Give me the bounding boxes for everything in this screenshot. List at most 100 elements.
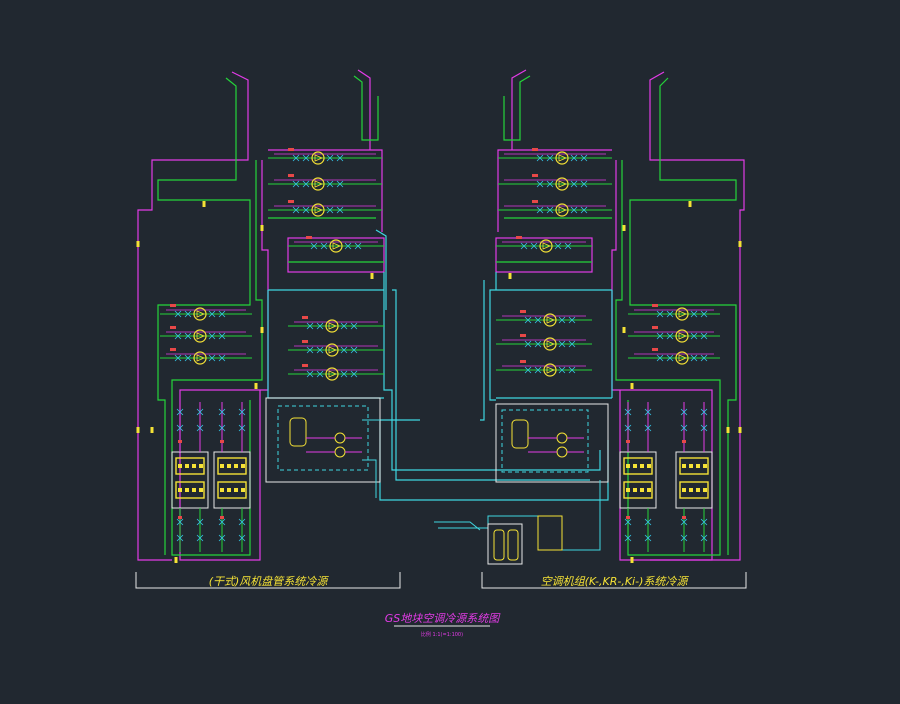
- pump-icon: [329, 239, 343, 253]
- flow-tag-icon: [682, 440, 686, 443]
- pipe-tag-icon: [630, 383, 634, 389]
- pump-direction-icon: [328, 322, 338, 330]
- drawing-scale: 比例 1:1(=1:100): [421, 631, 463, 638]
- left-outer-supply-pipe: [137, 71, 249, 561]
- valve-icon: [340, 322, 348, 330]
- left-package-pump2-icon: [334, 446, 346, 458]
- valve-icon: [534, 366, 542, 374]
- flow-tag-icon: [652, 304, 658, 307]
- valve-icon: [336, 206, 344, 214]
- flow-tag-icon: [288, 148, 294, 151]
- valve-icon: [546, 206, 554, 214]
- valve-icon: [624, 408, 652, 416]
- pump-row: [498, 200, 612, 217]
- valve-icon: [690, 310, 698, 318]
- pipe-tag-icon: [260, 225, 264, 231]
- valve-icon: [208, 354, 216, 362]
- right-risers: [379, 69, 745, 561]
- flow-tag-icon: [532, 174, 538, 177]
- valve-icon: [326, 206, 334, 214]
- valve-icon: [580, 154, 588, 162]
- pump-direction-icon: [546, 340, 556, 348]
- valve-icon: [666, 310, 674, 318]
- valve-icon: [580, 206, 588, 214]
- right-riser-magenta: [611, 160, 713, 561]
- right-package-piping: [528, 437, 584, 453]
- valve-icon: [534, 316, 542, 324]
- left-cyan-loop: [268, 229, 387, 399]
- right-riser-green: [615, 160, 721, 556]
- pump-direction-icon: [678, 332, 688, 340]
- pump-row: [628, 326, 720, 343]
- valve-icon: [320, 242, 328, 250]
- pump-direction-icon: [196, 332, 206, 340]
- chiller-unit: [675, 402, 713, 552]
- pipe-tag-icon: [136, 241, 140, 247]
- drawing-title: GS地块空调冷源系统图: [385, 612, 502, 625]
- pump-icon: [555, 203, 569, 217]
- valve-icon: [218, 424, 246, 432]
- right-tank-icon: [511, 419, 529, 449]
- valve-icon: [700, 332, 708, 340]
- pump-row: [628, 348, 720, 365]
- left-expansion-package: [265, 397, 381, 498]
- valve-icon: [568, 316, 576, 324]
- valve-icon: [176, 518, 204, 526]
- valve-icon: [564, 242, 572, 250]
- valve-icon: [184, 332, 192, 340]
- right-package-pump2-icon: [556, 446, 568, 458]
- flow-tag-icon: [306, 236, 312, 239]
- valve-icon: [218, 518, 246, 526]
- pump-direction-icon: [314, 206, 324, 214]
- valve-icon: [306, 322, 314, 330]
- valve-icon: [536, 180, 544, 188]
- flow-tag-icon: [288, 200, 294, 203]
- valve-icon: [176, 408, 204, 416]
- valve-icon: [184, 354, 192, 362]
- flow-tag-icon: [532, 200, 538, 203]
- flow-tag-icon: [626, 516, 630, 519]
- pump-row: [268, 200, 382, 217]
- valve-icon: [700, 354, 708, 362]
- valve-icon: [656, 310, 664, 318]
- chiller-group: [171, 402, 713, 552]
- valve-icon: [306, 370, 314, 378]
- valve-icon: [218, 310, 226, 318]
- valve-icon: [218, 332, 226, 340]
- pump-row: [288, 236, 384, 253]
- left-expansion-riser: [357, 69, 371, 150]
- valve-icon: [656, 332, 664, 340]
- flow-tag-icon: [652, 348, 658, 351]
- pump-icon: [675, 351, 689, 365]
- pump-row: [496, 360, 592, 377]
- valve-icon: [354, 242, 362, 250]
- valve-icon: [530, 242, 538, 250]
- right-expansion-riser-green: [503, 75, 531, 141]
- flow-tag-icon: [520, 310, 526, 313]
- valve-icon: [568, 340, 576, 348]
- pump-row: [268, 174, 382, 191]
- pump-icon: [543, 337, 557, 351]
- chiller-unit: [213, 402, 251, 552]
- right-mix-box: [495, 237, 593, 273]
- pump-icon: [539, 239, 553, 253]
- pump-icon: [311, 203, 325, 217]
- softener-frame: [487, 523, 523, 565]
- left-package-piping: [306, 437, 362, 453]
- pump-icon: [193, 351, 207, 365]
- pump-icon: [543, 313, 557, 327]
- pump-row: [160, 348, 252, 365]
- chiller-unit: [171, 402, 209, 552]
- valve-icon: [302, 206, 310, 214]
- flow-tag-icon: [302, 340, 308, 343]
- valve-icon: [656, 354, 664, 362]
- flow-tag-icon: [302, 316, 308, 319]
- left-outer-return-pipe: [157, 77, 251, 555]
- pump-direction-icon: [314, 180, 324, 188]
- right-cyan-loop: [379, 280, 609, 501]
- right-package-dash: [501, 409, 589, 473]
- pump-row: [288, 364, 384, 381]
- pump-direction-icon: [546, 366, 556, 374]
- valve-icon: [176, 534, 204, 542]
- pipe-tag-icon: [174, 557, 178, 563]
